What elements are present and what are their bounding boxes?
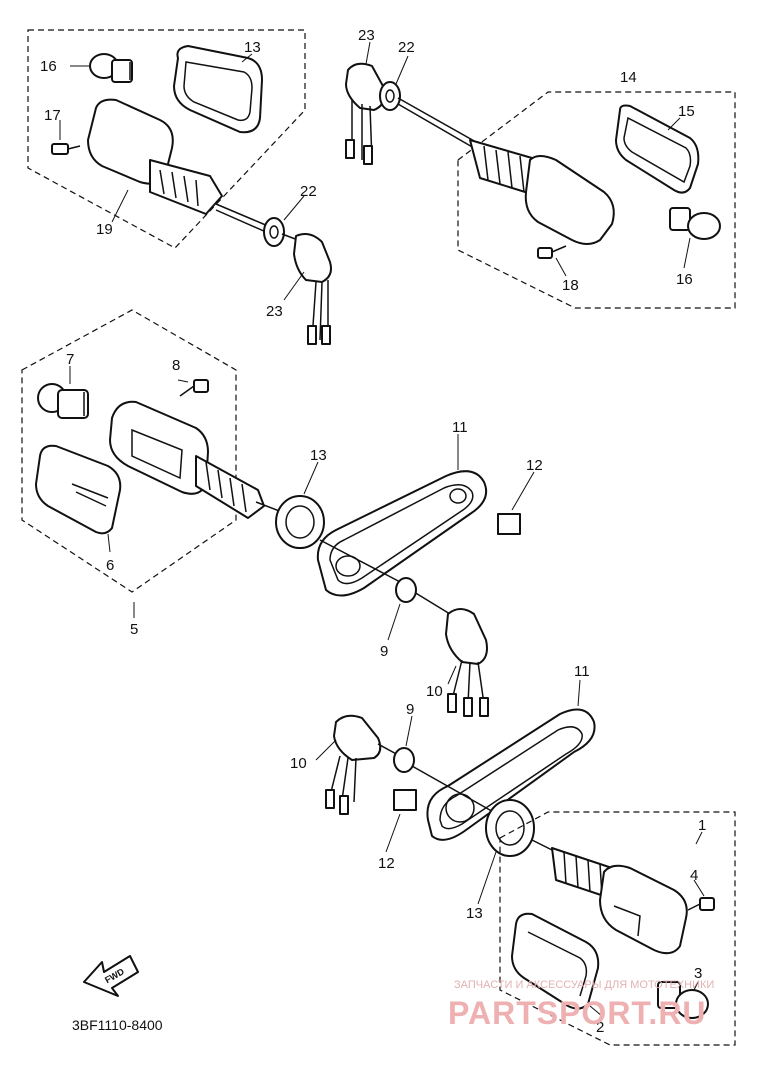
watermark-logo: PARTSPORT.RU (448, 995, 707, 1031)
screw-21 (51, 143, 81, 155)
callout-13-upper: 13 (310, 447, 327, 464)
callout-8: 8 (172, 357, 180, 374)
connector-10-upper (445, 608, 489, 717)
nut-12-lower (393, 789, 417, 811)
callout-6: 6 (106, 557, 114, 574)
lens-6 (35, 444, 122, 535)
connector-10-lower (325, 714, 382, 815)
callout-10-upper: 10 (426, 683, 443, 700)
callout-labels: 16 13 17 19 22 23 23 22 14 15 16 18 7 8 … (40, 27, 706, 1036)
turn-signal-assembly-1 (499, 811, 736, 1046)
callout-11-upper: 11 (452, 419, 468, 436)
forward-direction-arrow: FWD (83, 955, 139, 997)
callout-22-lower: 22 (300, 183, 317, 200)
screw-8 (179, 379, 209, 397)
grommet-9-lower (393, 747, 415, 773)
callout-3: 3 (694, 965, 702, 982)
callout-9-lower: 9 (406, 701, 414, 718)
grommet-22-lower (263, 217, 285, 247)
grommet-13-upper (275, 495, 325, 549)
callout-23-lower: 23 (266, 303, 283, 320)
leader-lines (59, 41, 705, 1017)
housing-18 (87, 98, 223, 215)
bulb-16 (669, 207, 721, 240)
housing-14 (469, 139, 615, 245)
callout-7: 7 (66, 351, 74, 368)
turn-signal-assembly-5 (21, 309, 265, 593)
bracket-11-lower (426, 708, 596, 841)
callout-23-upper: 23 (358, 27, 375, 44)
housing-5 (109, 400, 265, 519)
bulb-20 (89, 53, 133, 83)
callout-16: 16 (676, 271, 693, 288)
turn-signal-assembly-18 (27, 29, 306, 249)
callout-15: 15 (678, 103, 695, 120)
turn-signal-assembly-14 (345, 62, 736, 309)
screw-4 (687, 897, 715, 911)
callout-22-upper: 22 (398, 39, 415, 56)
callout-19: 13 (244, 39, 261, 56)
connector-23-upper (345, 62, 386, 165)
housing-1 (551, 847, 688, 955)
document-code: 3BF1110-8400 (72, 1017, 163, 1033)
callout-4: 4 (690, 867, 698, 884)
callout-12-upper: 12 (526, 457, 543, 474)
bracket-11-upper (316, 470, 488, 597)
callout-17: 18 (562, 277, 579, 294)
screw-17 (537, 245, 567, 259)
bracket-assembly-upper (275, 470, 521, 717)
grommet-22-upper (379, 81, 401, 111)
callout-2: 2 (596, 1019, 604, 1036)
grommet-9-upper (395, 577, 417, 603)
callout-18: 19 (96, 221, 113, 238)
callout-9-upper: 9 (380, 643, 388, 660)
callout-1: 1 (698, 817, 706, 834)
nut-12-upper (497, 513, 521, 535)
bulb-3 (657, 981, 709, 1019)
callout-13-lower: 13 (466, 905, 483, 922)
lens-19 (173, 45, 263, 134)
connector-23-lower (293, 233, 332, 345)
lens-15 (615, 104, 700, 194)
lens-2 (511, 912, 600, 1010)
callout-5: 5 (130, 621, 138, 638)
callout-21: 17 (44, 107, 61, 124)
callout-14: 14 (620, 69, 637, 86)
callout-12-lower: 12 (378, 855, 395, 872)
callout-10-lower: 10 (290, 755, 307, 772)
bulb-7 (37, 383, 89, 419)
watermark-caption: ЗАПЧАСТИ И АКСЕССУАРЫ ДЛЯ МОТОТЕХНИКИ (454, 979, 714, 991)
callout-11-lower: 11 (574, 663, 590, 680)
bracket-assembly-lower (325, 708, 596, 857)
grommet-13-lower (485, 799, 535, 857)
callout-20: 16 (40, 58, 57, 75)
